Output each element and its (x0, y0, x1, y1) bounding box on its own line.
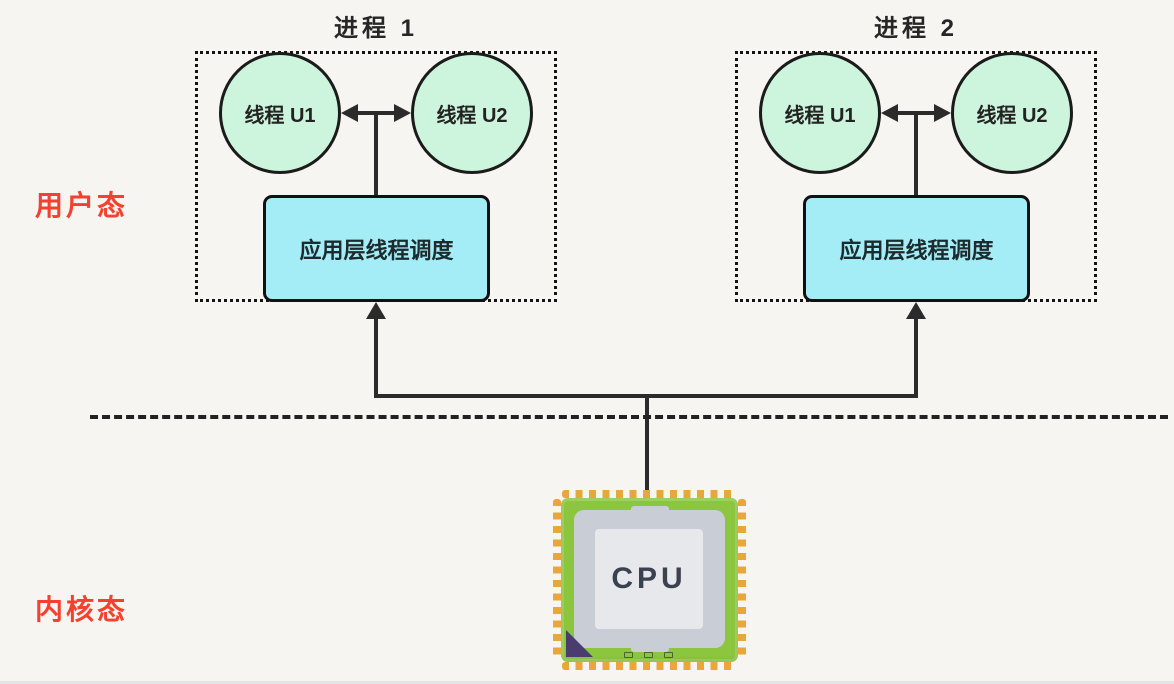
process-2-title: 进程 2 (873, 15, 958, 42)
process-2-thread-u2-circle: 线程 U2 (951, 52, 1073, 174)
cpu-chip-plate: CPU (574, 506, 725, 652)
cpu-plate-tab-bottom (631, 645, 669, 652)
cpu-chip-core: CPU (595, 529, 703, 629)
process-1-threads-to-scheduler-line (374, 113, 378, 197)
cpu-print-marks (624, 652, 673, 658)
cpu-to-process-1-vertical-line (374, 317, 378, 398)
cpu-chip-icon: CPU (553, 490, 746, 670)
screenshot-bottom-edge (0, 681, 1174, 684)
cpu-chip-frame: CPU (561, 498, 738, 662)
arrow-left-head-icon (341, 104, 358, 122)
process-1-group: 进程 1 线程 U1 线程 U2 应用层线程调度 (195, 8, 557, 302)
cpu-to-process-2-vertical-line (914, 317, 918, 398)
user-mode-label: 用户态 (35, 190, 129, 221)
cpu-pins-top (562, 490, 737, 498)
kernel-mode-label: 内核态 (35, 594, 129, 625)
arrow-left-head-icon (881, 104, 898, 122)
cpu-pins-bottom (562, 662, 737, 670)
process-1-title: 进程 1 (333, 15, 418, 42)
process-1-thread-u2-circle: 线程 U2 (411, 52, 533, 174)
process-2-thread-u1-circle: 线程 U1 (759, 52, 881, 174)
arrow-right-head-icon (394, 104, 411, 122)
process-1-thread-u1-circle: 线程 U1 (219, 52, 341, 174)
up-arrowhead-to-process-2-icon (906, 302, 926, 319)
cpu-pins-right (738, 499, 746, 661)
arrow-right-head-icon (934, 104, 951, 122)
process-2-threads-to-scheduler-line (914, 113, 918, 197)
cpu-corner-notch-icon (566, 630, 593, 657)
up-arrowhead-to-process-1-icon (366, 302, 386, 319)
process-2-scheduler-box: 应用层线程调度 (803, 195, 1030, 302)
process-1-scheduler-box: 应用层线程调度 (263, 195, 490, 302)
process-2-group: 进程 2 线程 U1 线程 U2 应用层线程调度 (735, 8, 1097, 302)
user-kernel-divider-line (90, 415, 1168, 419)
cpu-stem-line (645, 396, 649, 492)
cpu-plate-tab-top (631, 506, 669, 513)
cpu-print-mark (624, 652, 633, 658)
cpu-pins-left (553, 499, 561, 661)
cpu-label: CPU (611, 562, 687, 595)
cpu-print-mark (644, 652, 653, 658)
cpu-print-mark (664, 652, 673, 658)
